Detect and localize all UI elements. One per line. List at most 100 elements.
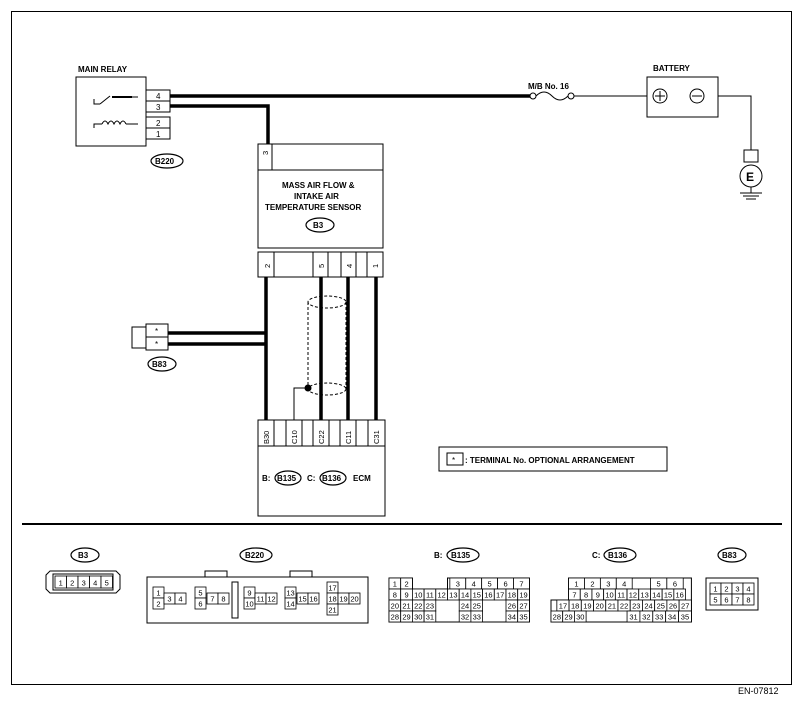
- b135-pin-3: 3: [456, 580, 460, 589]
- b136-pin-25: 25: [657, 602, 665, 611]
- b135-pin-29: 29: [402, 613, 410, 622]
- b83view-pin-1: 1: [713, 585, 717, 594]
- legend-text: : TERMINAL No. OPTIONAL ARRANGEMENT: [465, 456, 635, 465]
- b135-pin-20: 20: [391, 602, 399, 611]
- maf-pin-4: 4: [345, 264, 354, 268]
- b136-pin-26: 26: [669, 602, 677, 611]
- fuse-mb16: M/B No. 16: [528, 82, 647, 101]
- b135-pin-8: 8: [393, 591, 397, 600]
- ecm-conn-b136: B136: [322, 474, 342, 483]
- b83view-pin-7: 7: [735, 596, 739, 605]
- maf-sensor: 3 MASS AIR FLOW & INTAKE AIR TEMPERATURE…: [257, 143, 384, 278]
- b136-pin-27: 27: [681, 602, 689, 611]
- view-b83-title: B83: [722, 551, 737, 560]
- b135-pin-31: 31: [426, 613, 434, 622]
- b3-pin-4: 4: [93, 579, 97, 588]
- maf-line2: INTAKE AIR: [294, 192, 339, 201]
- b220-pin-20: 20: [350, 595, 358, 604]
- b136-pin-10: 10: [605, 591, 613, 600]
- b136-pin-13: 13: [640, 591, 648, 600]
- b136-pin-22: 22: [620, 602, 628, 611]
- b83-connector: * * B83: [131, 323, 177, 372]
- maf-line1: MASS AIR FLOW &: [282, 181, 355, 190]
- b220-pin-4: 4: [178, 595, 182, 604]
- b136-pin-28: 28: [553, 613, 561, 622]
- ground-e: E: [739, 149, 763, 200]
- b135-pin-32: 32: [461, 613, 469, 622]
- b135-pin-4: 4: [472, 580, 476, 589]
- b136-pin-31: 31: [629, 613, 637, 622]
- b135-pin-34: 34: [508, 613, 516, 622]
- b136-pin-16: 16: [676, 591, 684, 600]
- ecm-label: ECM: [353, 474, 371, 483]
- b136-pin-33: 33: [655, 613, 663, 622]
- b135-pin-12: 12: [437, 591, 445, 600]
- main-relay-title: MAIN RELAY: [78, 65, 128, 74]
- b135-pin-9: 9: [404, 591, 408, 600]
- view-b3-title: B3: [78, 551, 89, 560]
- b135-pin-19: 19: [519, 591, 527, 600]
- b83view-pin-8: 8: [746, 596, 750, 605]
- b136-pin-18: 18: [571, 602, 579, 611]
- view-b136-title: B136: [608, 551, 628, 560]
- b220-pin-18: 18: [328, 595, 336, 604]
- b136-pin-29: 29: [564, 613, 572, 622]
- b135-pin-2: 2: [404, 580, 408, 589]
- b136-pin-4: 4: [622, 580, 626, 589]
- legend: * : TERMINAL No. OPTIONAL ARRANGEMENT: [438, 446, 668, 472]
- b83view-pin-2: 2: [724, 585, 728, 594]
- ground-label: E: [746, 170, 754, 184]
- b135-pin-22: 22: [414, 602, 422, 611]
- ecm: B30 C10 C22 C11 C31 B: B135 C: B136 ECM: [257, 419, 386, 517]
- b136-pin-1: 1: [574, 580, 578, 589]
- b136-pin-5: 5: [657, 580, 661, 589]
- b220-pin-1: 1: [156, 589, 160, 598]
- b220-pin-14: 14: [286, 600, 294, 609]
- b136-pin-32: 32: [642, 613, 650, 622]
- b136-pin-19: 19: [583, 602, 591, 611]
- b135-pin-1: 1: [393, 580, 397, 589]
- b136-pin-34: 34: [668, 613, 676, 622]
- b136-pin-3: 3: [606, 580, 610, 589]
- b135-pin-33: 33: [473, 613, 481, 622]
- b136-pin-11: 11: [617, 591, 625, 600]
- b135-pin-26: 26: [508, 602, 516, 611]
- b220-pin-13: 13: [286, 589, 294, 598]
- doc-id: EN-07812: [738, 686, 779, 696]
- b220-pin-11: 11: [257, 595, 265, 604]
- b135-pin-16: 16: [484, 591, 492, 600]
- relay-pin-2: 2: [156, 119, 161, 128]
- b136-pin-9: 9: [596, 591, 600, 600]
- b220-pin-10: 10: [245, 600, 253, 609]
- b135-pin-5: 5: [488, 580, 492, 589]
- b136-pin-24: 24: [644, 602, 652, 611]
- b220-pin-8: 8: [221, 595, 225, 604]
- b220-pin-21: 21: [328, 606, 336, 615]
- b136-pin-6: 6: [673, 580, 677, 589]
- ecm-prefix-c: C:: [307, 474, 315, 483]
- b136-pin-14: 14: [652, 591, 660, 600]
- b136-pin-23: 23: [632, 602, 640, 611]
- view-b135-title: B135: [451, 551, 471, 560]
- b3-pin-1: 1: [59, 579, 63, 588]
- b135-pin-21: 21: [402, 602, 410, 611]
- ecm-pin-c11: C11: [344, 431, 353, 444]
- b220-pin-12: 12: [267, 595, 275, 604]
- b83view-pin-5: 5: [713, 596, 717, 605]
- b220-pin-17: 17: [328, 584, 336, 593]
- ecm-pin-c22: C22: [317, 430, 326, 444]
- b135-pin-27: 27: [519, 602, 527, 611]
- maf-top-pin: 3: [261, 151, 270, 155]
- b220-pin-6: 6: [198, 600, 202, 609]
- b135-pin-25: 25: [473, 602, 481, 611]
- maf-connector-b3: B3: [313, 221, 324, 230]
- b135-pin-10: 10: [414, 591, 422, 600]
- relay-pin-1: 1: [156, 130, 161, 139]
- b135-pin-14: 14: [461, 591, 469, 600]
- b83-pin-a: *: [155, 327, 158, 336]
- relay-pin-3: 3: [156, 103, 161, 112]
